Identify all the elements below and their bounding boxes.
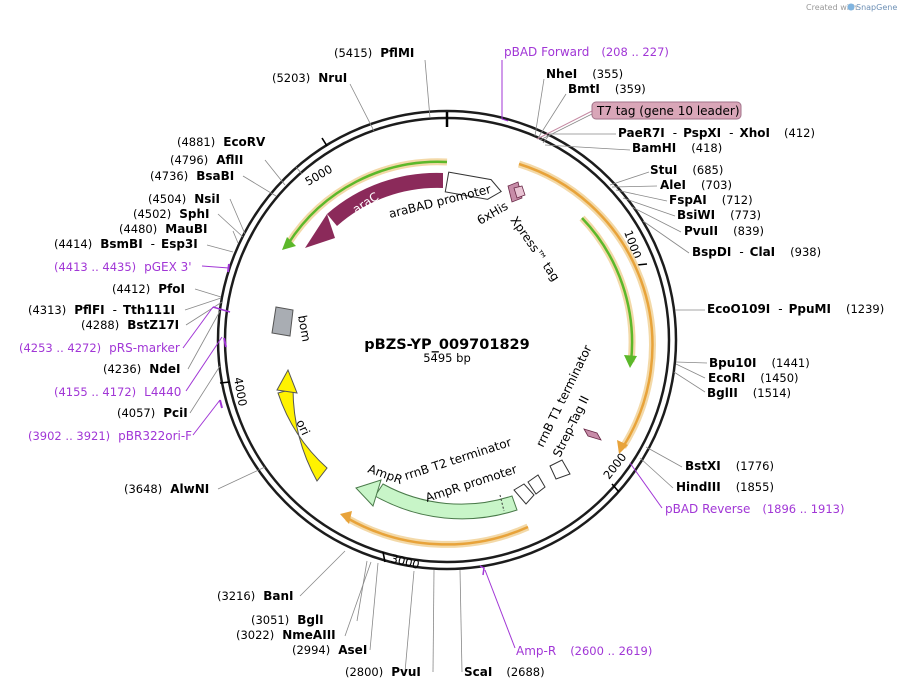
t7-tag-box[interactable] [591, 101, 742, 120]
backbone-outer-ring [216, 109, 678, 571]
enzyme-bsiwi[interactable]: BsiWI(773) [677, 208, 761, 222]
enzyme-stui[interactable]: StuI(685) [650, 163, 723, 177]
tick-4000-mark [219, 381, 231, 384]
primer-amp-r[interactable]: Amp-R(2600 .. 2619) [516, 644, 652, 658]
bom-feature[interactable] [271, 306, 294, 337]
leader-lines [184, 59, 708, 673]
enzyme-bmti[interactable]: BmtI(359) [568, 82, 646, 96]
orf-arac-line [286, 160, 448, 245]
enzyme-ndei[interactable]: (4236)NdeI [103, 362, 181, 376]
plasmid-name: pBZS-YP_009701829 [364, 337, 529, 353]
t7-tag-label: T7 tag (gene 10 leader) [596, 104, 740, 118]
enzyme-pflmi[interactable]: (5415)PflMI [334, 46, 414, 60]
enzyme-nmeaiii[interactable]: (3022)NmeAIII [236, 628, 336, 642]
primer-l4440[interactable]: (4155 .. 4172)L4440 [54, 385, 181, 399]
tick-2000-mark [611, 483, 620, 493]
orf-orange-right-line [518, 162, 654, 448]
enzyme-asei[interactable]: (2994)AseI [292, 643, 367, 657]
enzyme-nhei[interactable]: NheI(355) [546, 67, 623, 81]
strep-tag-feature[interactable] [583, 428, 602, 441]
arac-arrowhead[interactable] [305, 214, 335, 248]
ampr-arrowhead[interactable] [355, 479, 382, 507]
enzyme-ecorv[interactable]: (4881)EcoRV [177, 135, 266, 149]
primer-prs-marker[interactable]: (4253 .. 4272)pRS-marker [19, 341, 180, 355]
tick-3000-mark [382, 551, 386, 563]
right-enzyme-labels: (5415)PflMI (5203)NruI NheI(355) BmtI(35… [272, 46, 884, 494]
ori-label: ori [293, 417, 312, 437]
orf-ampr-arrowhead [340, 511, 352, 524]
primer-pbr322ori-f[interactable]: (3902 .. 3921)pBR322ori-F [28, 429, 192, 443]
tick-3000: 3000 [389, 551, 421, 572]
enzyme-maubi[interactable]: (4480)MauBI [119, 222, 207, 236]
enzyme-pcii[interactable]: (4057)PciI [117, 406, 188, 420]
enzyme-ecori[interactable]: EcoRI(1450) [708, 371, 799, 385]
enzyme-scai[interactable]: ScaI(2688) [464, 665, 545, 679]
primer-pbad-reverse[interactable]: pBAD Reverse(1896 .. 1913) [665, 502, 845, 516]
credit-brand: SnapGene [856, 3, 897, 12]
enzyme-pflfi-tth111i[interactable]: (4313)PflFI-Tth111I [28, 303, 175, 317]
pbad-forward-marker [501, 60, 509, 122]
orf-green-right-arrowhead [624, 355, 637, 368]
enzyme-bamhi[interactable]: BamHI(418) [632, 141, 722, 155]
arac-body[interactable] [327, 172, 443, 226]
enzyme-fspai[interactable]: FspAI(712) [669, 193, 753, 207]
ampr-promoter-feature[interactable] [527, 474, 546, 495]
enzyme-bstxi[interactable]: BstXI(1776) [685, 459, 774, 473]
snapgene-logo-icon [847, 3, 855, 11]
tick-5000-mark [321, 137, 328, 147]
primer-pgex3[interactable]: (4413 .. 4435)pGEX 3' [54, 260, 192, 274]
ampr-body[interactable] [374, 483, 518, 520]
enzyme-bspdi-clai[interactable]: BspDI-ClaI(938) [692, 245, 821, 259]
enzyme-bani[interactable]: (3216)BanI [217, 589, 294, 603]
enzyme-pvui[interactable]: (2800)PvuI [345, 665, 421, 679]
t7-tag-callout: T7 tag (gene 10 leader) [536, 101, 742, 140]
primer-pbad-forward[interactable]: pBAD Forward(208 .. 227) [504, 45, 669, 59]
ori-arrowhead[interactable] [276, 368, 298, 394]
enzyme-sphi[interactable]: (4502)SphI [133, 207, 210, 221]
orf-arac-arrowhead [282, 237, 296, 250]
orf-ampr-line [346, 516, 529, 546]
enzyme-alei[interactable]: AleI(703) [660, 178, 732, 192]
enzyme-paer7i-pspxi-xhoi[interactable]: PaeR7I-PspXI-XhoI(412) [618, 126, 815, 140]
tick-4000: 4000 [231, 376, 250, 407]
enzyme-pvuii[interactable]: PvuII(839) [684, 224, 764, 238]
plasmid-size: 5495 bp [423, 351, 471, 365]
plasmid-title-block: pBZS-YP_009701829 5495 bp [364, 337, 529, 365]
enzyme-nsii[interactable]: (4504)NsiI [148, 192, 220, 206]
rrnb-t1-terminator-feature[interactable] [549, 459, 571, 480]
orf-arcs [282, 158, 656, 548]
enzyme-bpu10i[interactable]: Bpu10I(1441) [709, 356, 810, 370]
enzyme-alwni[interactable]: (3648)AlwNI [124, 482, 209, 496]
enzyme-nrui[interactable]: (5203)NruI [272, 71, 347, 85]
primer-markers [182, 60, 663, 649]
snapgene-credit: Created with SnapGene [806, 3, 897, 12]
ampr-promoter-mark [499, 494, 505, 512]
orf-green-right-line [581, 217, 634, 363]
enzyme-pfoi[interactable]: (4412)PfoI [112, 282, 185, 296]
his-tag-feature[interactable] [513, 185, 526, 199]
enzyme-ecoo109i-ppumi[interactable]: EcoO109I-PpuMI(1239) [707, 302, 884, 316]
arabad-promoter-arrow[interactable] [444, 171, 503, 201]
ori-body[interactable] [277, 388, 328, 482]
enzyme-aflii[interactable]: (4796)AflII [170, 153, 243, 167]
credit-prefix: Created with [806, 3, 857, 12]
tick-1000-mark [636, 263, 648, 266]
enzyme-bsmbi-esp3i[interactable]: (4414)BsmBI-Esp3I [54, 237, 198, 251]
left-enzyme-labels: (4881)EcoRV (4796)AflII (4736)BsaBI (450… [28, 135, 545, 679]
bom-label: bom [295, 314, 313, 343]
enzyme-bgli[interactable]: (3051)BglI [251, 613, 324, 627]
rrnb-t2-terminator-feature[interactable] [513, 483, 535, 505]
primer-labels: pBAD Forward(208 .. 227) (4413 .. 4435)p… [19, 45, 845, 658]
enzyme-bglii[interactable]: BglII(1514) [707, 386, 791, 400]
enzyme-bstz17i[interactable]: (4288)BstZ17I [81, 318, 179, 332]
orf-orange-right-arrowhead [617, 440, 628, 454]
tick-2000: 2000 [600, 450, 629, 482]
xpress-tag-label: Xpress™ tag [508, 214, 563, 284]
enzyme-hindiii[interactable]: HindIII(1855) [676, 480, 774, 494]
enzyme-bsabi[interactable]: (4736)BsaBI [150, 169, 234, 183]
his-tag-label: 6xHis [475, 199, 511, 228]
